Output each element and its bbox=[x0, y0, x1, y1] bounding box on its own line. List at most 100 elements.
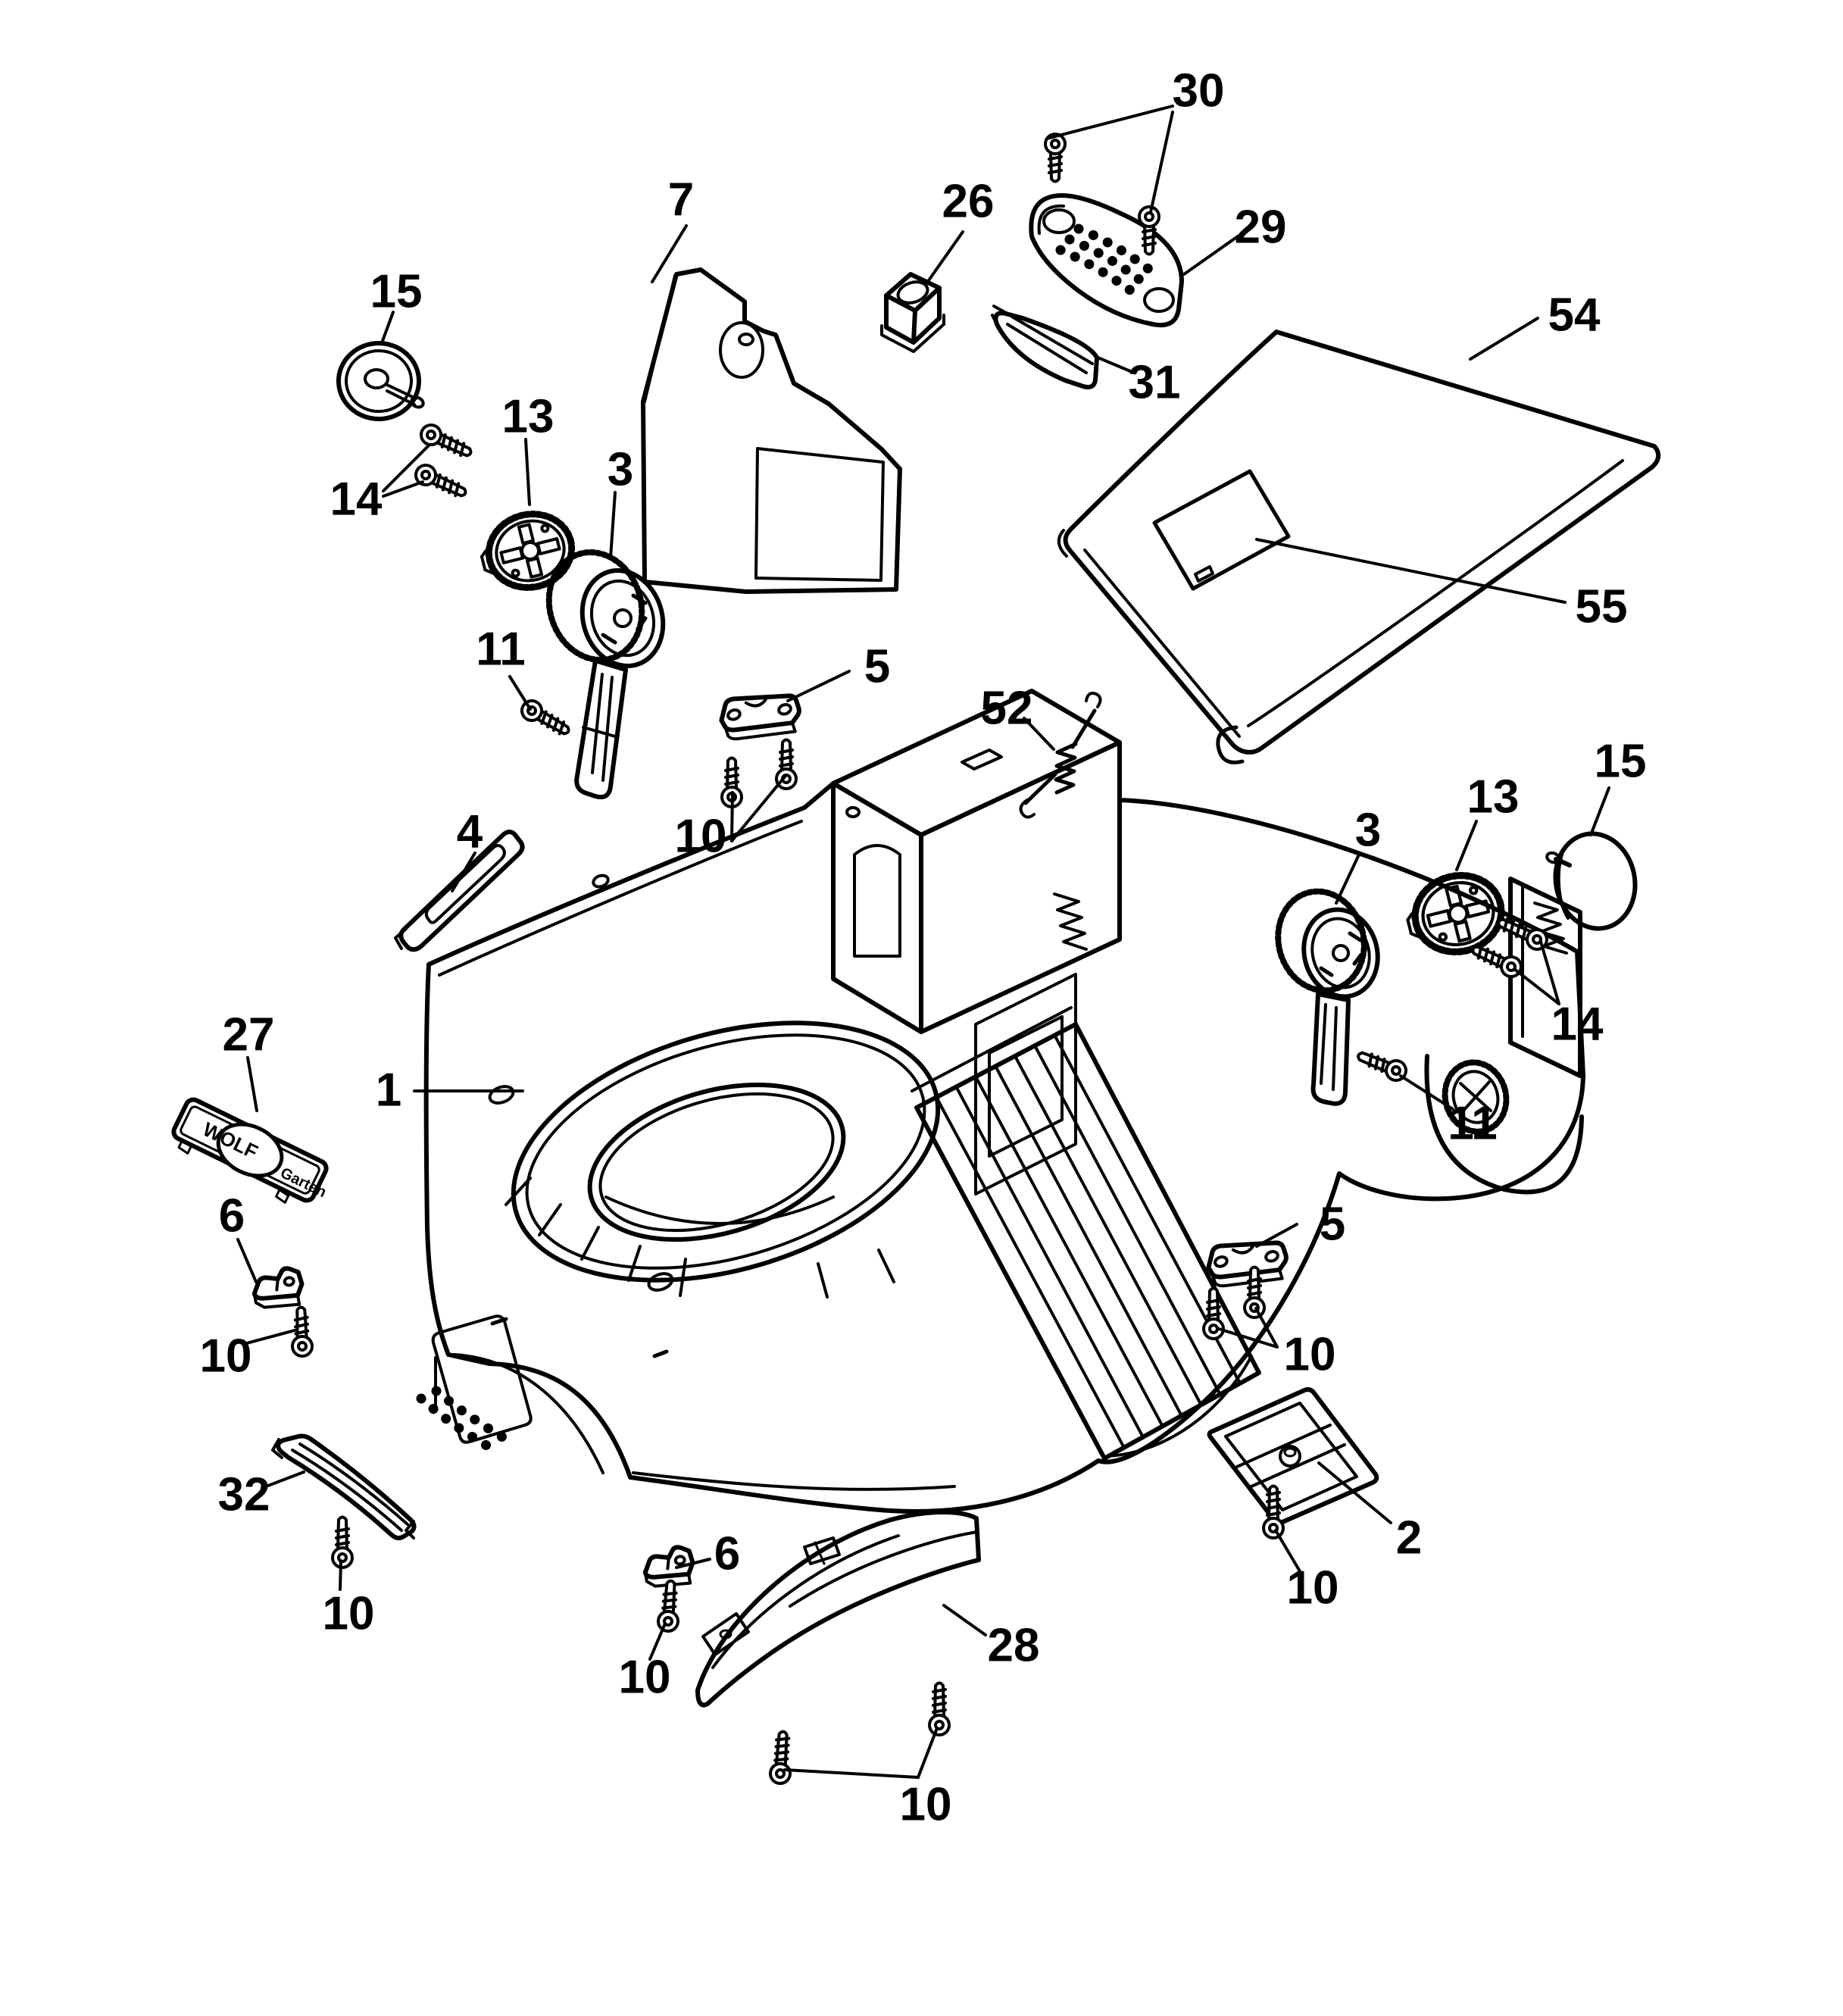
part-label-10: 10 bbox=[900, 1778, 952, 1830]
leader-line-28 bbox=[942, 1604, 987, 1636]
screw-10 bbox=[769, 1730, 792, 1785]
leader-line-10 bbox=[783, 1768, 920, 1779]
adjuster-wheel-right bbox=[1275, 888, 1380, 1106]
leader-line-30 bbox=[1149, 111, 1174, 214]
leader-line-10 bbox=[917, 1727, 939, 1779]
leader-line-11 bbox=[508, 675, 532, 711]
screw-10 bbox=[291, 1305, 314, 1358]
leader-line-6 bbox=[675, 1558, 711, 1569]
trim-strip bbox=[394, 830, 525, 952]
leader-line-10 bbox=[730, 774, 787, 842]
screw-14 bbox=[420, 424, 473, 458]
part-label-26: 26 bbox=[942, 175, 995, 227]
part-label-10: 10 bbox=[619, 1651, 671, 1703]
part-label-7: 7 bbox=[668, 173, 694, 226]
wheel-disc-left bbox=[336, 341, 425, 421]
part-label-10: 10 bbox=[1284, 1328, 1336, 1380]
screw-10 bbox=[928, 1681, 951, 1736]
leader-line-14 bbox=[1539, 940, 1560, 1005]
leader-line-30 bbox=[1045, 105, 1174, 140]
screw-14 bbox=[414, 464, 467, 498]
part-label-13: 13 bbox=[502, 390, 554, 442]
leader-line-2 bbox=[1317, 1461, 1392, 1524]
leader-line-15 bbox=[1589, 786, 1610, 836]
leader-line-15 bbox=[381, 311, 395, 342]
leader-line-27 bbox=[246, 1056, 258, 1112]
part-label-10: 10 bbox=[200, 1330, 252, 1382]
leader-line-29 bbox=[1182, 235, 1239, 276]
leader-line-10 bbox=[730, 791, 734, 842]
leader-line-3 bbox=[609, 491, 617, 559]
part-label-5: 5 bbox=[1320, 1198, 1345, 1250]
screw-11 bbox=[1357, 1051, 1407, 1082]
screw-10 bbox=[775, 738, 798, 790]
part-label-3: 3 bbox=[608, 443, 633, 495]
handle-bracket bbox=[1029, 193, 1184, 327]
leader-line-10 bbox=[1254, 1307, 1279, 1349]
part-label-10: 10 bbox=[675, 810, 727, 862]
leader-line-10 bbox=[648, 1622, 667, 1661]
leader-line-7 bbox=[651, 224, 688, 283]
leader-line-10 bbox=[1274, 1529, 1301, 1573]
disc-cap-right bbox=[1545, 831, 1638, 931]
adjuster-wheel-left bbox=[545, 549, 666, 800]
leader-line-10 bbox=[242, 1329, 296, 1346]
part-label-14: 14 bbox=[1551, 998, 1604, 1050]
leader-line-26 bbox=[927, 230, 964, 282]
part-label-32: 32 bbox=[218, 1468, 270, 1521]
part-label-6: 6 bbox=[714, 1527, 740, 1580]
top-cover bbox=[1057, 330, 1661, 764]
part-label-55: 55 bbox=[1576, 580, 1628, 633]
part-label-11: 11 bbox=[1448, 1097, 1498, 1149]
screw-30 bbox=[1138, 205, 1160, 256]
leader-line-52 bbox=[1023, 717, 1055, 751]
leader-line-10 bbox=[1217, 1327, 1279, 1349]
leader-line-3 bbox=[1335, 853, 1360, 905]
part-label-15: 15 bbox=[370, 265, 423, 317]
leader-line-14 bbox=[1513, 967, 1560, 1005]
part-label-54: 54 bbox=[1548, 289, 1601, 341]
part-label-1: 1 bbox=[376, 1064, 401, 1116]
cable-grommet bbox=[880, 272, 945, 353]
bracket-spring-icon bbox=[1533, 902, 1568, 955]
part-label-3: 3 bbox=[1355, 804, 1381, 856]
front-bumper bbox=[695, 1510, 981, 1708]
leader-line-14 bbox=[382, 480, 424, 498]
part-label-4: 4 bbox=[457, 805, 483, 858]
leader-line-6 bbox=[236, 1238, 258, 1283]
part-label-31: 31 bbox=[1129, 356, 1181, 408]
leader-line-10 bbox=[339, 1559, 342, 1591]
leader-line-55 bbox=[1255, 538, 1567, 604]
leader-line-32 bbox=[261, 1471, 305, 1489]
part-label-10: 10 bbox=[323, 1587, 375, 1639]
part-label-27: 27 bbox=[223, 1008, 275, 1061]
deck-spring-icon bbox=[1053, 892, 1088, 951]
leader-line-4 bbox=[451, 852, 476, 892]
part-label-29: 29 bbox=[1235, 201, 1287, 253]
part-label-13: 13 bbox=[1467, 770, 1520, 823]
vent-dots bbox=[431, 1386, 514, 1446]
screw-10 bbox=[657, 1579, 679, 1633]
deck-housing bbox=[416, 689, 1585, 1514]
screw-10 bbox=[331, 1515, 354, 1569]
part-label-10: 10 bbox=[1287, 1561, 1339, 1614]
leader-line-13 bbox=[524, 438, 531, 506]
leader-line-14 bbox=[382, 444, 430, 492]
part-label-30: 30 bbox=[1173, 64, 1225, 117]
vent-dots bbox=[416, 1393, 501, 1456]
part-label-11: 11 bbox=[476, 623, 526, 675]
tension-spring bbox=[1019, 692, 1102, 819]
handle-strip bbox=[991, 305, 1099, 389]
motor-hood bbox=[641, 267, 902, 594]
leader-line-13 bbox=[1455, 820, 1478, 871]
part-label-14: 14 bbox=[330, 473, 383, 525]
cover-label bbox=[1152, 469, 1291, 591]
leader-line-5 bbox=[786, 670, 851, 702]
part-label-15: 15 bbox=[1595, 735, 1647, 787]
leader-line-54 bbox=[1469, 317, 1539, 361]
part-label-5: 5 bbox=[864, 640, 890, 692]
rear-flap bbox=[1207, 1387, 1379, 1525]
